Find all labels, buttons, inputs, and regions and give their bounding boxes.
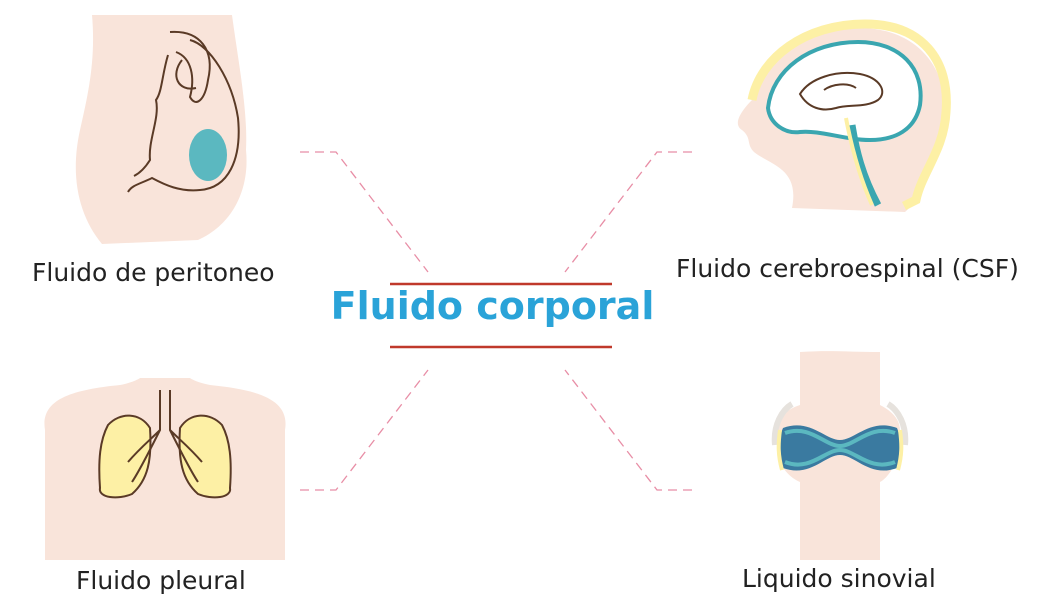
connector-csf [564,151,692,273]
connector-sinovial [564,369,692,491]
abdomen-icon [75,15,247,244]
knee-joint-icon [771,351,909,560]
label-peritoneo: Fluido de peritoneo [32,258,275,287]
chest-lungs-icon [44,378,286,560]
connector-pleural [300,369,429,491]
connector-peritoneo [300,151,429,273]
label-pleural: Fluido pleural [76,566,246,595]
diagram-title: Fluido corporal [330,284,655,328]
connectors [300,151,692,491]
head-brain-icon [737,19,951,212]
label-sinovial: Liquido sinovial [742,564,936,593]
label-csf: Fluido cerebroespinal (CSF) [676,254,1019,283]
